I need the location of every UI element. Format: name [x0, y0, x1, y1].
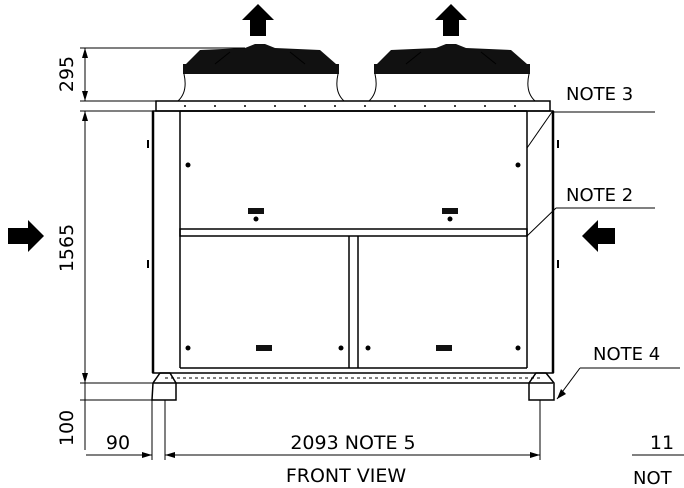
- fan-right: [367, 44, 537, 102]
- fan-left: [176, 44, 346, 102]
- arrow-right-icon: [8, 220, 44, 252]
- view-title: FRONT VIEW: [286, 465, 407, 487]
- dim-foot-height: 100: [56, 410, 78, 446]
- dimension-lines: [80, 47, 684, 460]
- dim-body-height: 1565: [56, 224, 78, 272]
- dim-fan-height: 295: [56, 56, 78, 92]
- dim-side-offset: 90: [106, 432, 130, 454]
- note-4-label: NOTE 4: [593, 344, 660, 365]
- note-2-label: NOTE 2: [566, 185, 633, 206]
- note-3-label: NOTE 3: [566, 84, 633, 105]
- dim-cut-number: 11: [650, 432, 674, 454]
- arrow-left-icon: [582, 220, 615, 252]
- arrow-up-icon: [435, 4, 467, 36]
- note-cut-label: NOT: [633, 468, 673, 488]
- arrow-up-icon: [242, 4, 274, 36]
- dim-width: 2093 NOTE 5: [290, 432, 415, 454]
- unit-body: [147, 100, 559, 401]
